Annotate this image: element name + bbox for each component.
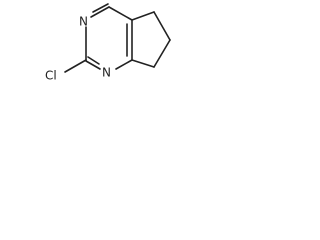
- bond-n1-c2-double: [87, 56, 100, 65]
- bond-c6-c7: [153, 39, 171, 68]
- atom-label-cl: Cl: [45, 69, 57, 83]
- chemical-structure-diagram: N N Cl: [45, 3, 171, 83]
- bond-c4-c4a: [108, 6, 133, 21]
- atom-label-n-bottom: N: [102, 66, 111, 80]
- bond-n1-c2: [85, 60, 101, 70]
- bond-n3-c4: [90, 6, 110, 18]
- bond-c7a-n1: [115, 59, 133, 70]
- bond-c4a-c5: [131, 11, 155, 21]
- pyrimidine-ring: [85, 3, 133, 70]
- bond-c7-c7a: [131, 59, 155, 68]
- cyclopentane-ring: [131, 11, 171, 68]
- bond-n3-c4-double: [92, 3, 109, 13]
- bond-c5-c6: [153, 11, 171, 41]
- bond-c2-cl: [64, 59, 87, 73]
- atom-label-n-top: N: [79, 15, 88, 29]
